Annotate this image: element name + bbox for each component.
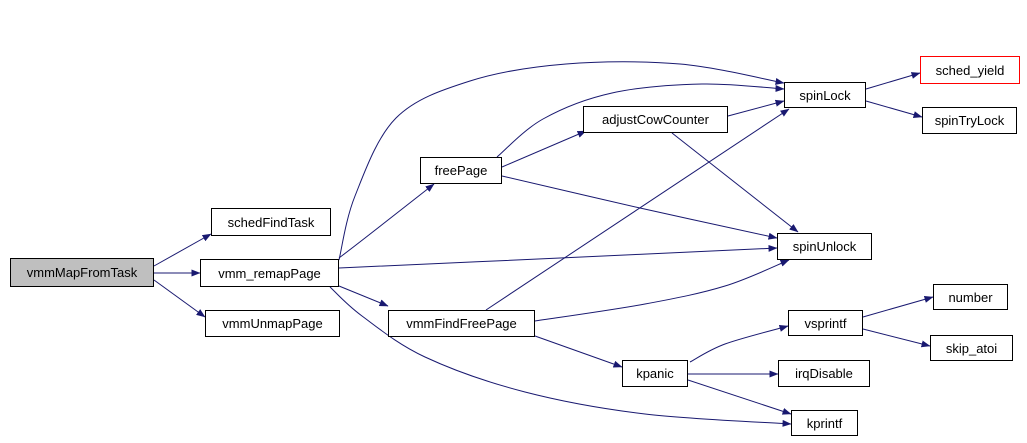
edge-vsprintf-to-skip_atoi (862, 328, 931, 348)
edge-vmm_remapPage-to-spinLock (338, 61, 785, 261)
edge-adjustCowCounter-to-spinLock (727, 99, 785, 117)
edge-freePage-to-spinLock (496, 83, 785, 158)
node-sched_yield[interactable]: sched_yield (920, 56, 1020, 84)
edge-vmmFindFreePage-to-spinUnlock (534, 259, 790, 322)
edge-spinLock-to-sched_yield (865, 72, 921, 90)
edge-vmmMapFromTask-to-vmmUnmapPage (153, 279, 206, 318)
node-kprintf[interactable]: kprintf (791, 410, 858, 436)
node-adjustCowCounter[interactable]: adjustCowCounter (583, 106, 728, 133)
edge-spinLock-to-spinTryLock (865, 100, 923, 119)
node-spinLock[interactable]: spinLock (784, 82, 866, 108)
edge-vmm_remapPage-to-vmmFindFreePage (338, 285, 389, 307)
node-spinUnlock[interactable]: spinUnlock (777, 233, 872, 260)
node-vmmUnmapPage[interactable]: vmmUnmapPage (205, 310, 340, 337)
edge-vsprintf-to-number (862, 295, 934, 318)
edge-vmmFindFreePage-to-spinLock (485, 108, 790, 311)
edge-kpanic-to-kprintf (687, 379, 792, 415)
edge-adjustCowCounter-to-spinUnlock (671, 132, 799, 233)
node-freePage[interactable]: freePage (420, 157, 502, 184)
node-skip_atoi[interactable]: skip_atoi (930, 335, 1013, 361)
node-spinTryLock[interactable]: spinTryLock (922, 107, 1017, 134)
edge-kpanic-to-vsprintf (689, 324, 789, 363)
edge-vmmFindFreePage-to-kpanic (534, 335, 623, 368)
edge-freePage-to-adjustCowCounter (501, 130, 587, 168)
edge-vmm_remapPage-to-kprintf (329, 286, 792, 427)
edge-vmm_remapPage-to-spinUnlock (338, 244, 778, 269)
node-irqDisable[interactable]: irqDisable (778, 360, 870, 387)
node-vmm_remapPage[interactable]: vmm_remapPage (200, 259, 339, 287)
edge-vmmMapFromTask-to-schedFindTask (153, 233, 212, 267)
node-vmmMapFromTask: vmmMapFromTask (10, 258, 154, 287)
node-schedFindTask[interactable]: schedFindTask (211, 208, 331, 236)
node-vsprintf[interactable]: vsprintf (788, 310, 863, 336)
node-vmmFindFreePage[interactable]: vmmFindFreePage (388, 310, 535, 337)
edge-vmm_remapPage-to-freePage (338, 183, 435, 259)
node-kpanic[interactable]: kpanic (622, 360, 688, 387)
edge-freePage-to-spinUnlock (501, 175, 778, 240)
node-number[interactable]: number (933, 284, 1008, 310)
